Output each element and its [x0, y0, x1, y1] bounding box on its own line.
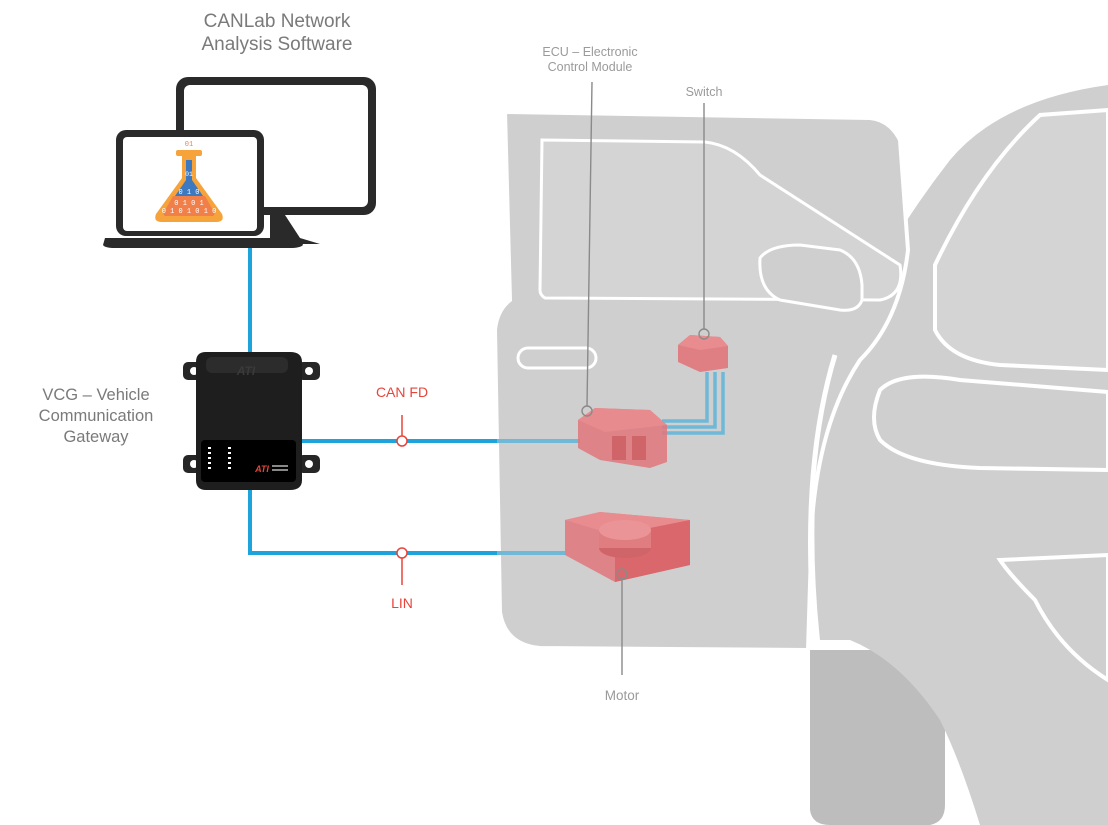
- motor-label-text: Motor: [604, 688, 640, 703]
- vcg-device: ATI ATI: [183, 352, 320, 490]
- ecu-switch-line-2: [662, 372, 717, 429]
- svg-text:01: 01: [185, 141, 193, 149]
- ecu-label: ECU – Electronic Control Module: [515, 45, 665, 75]
- car-side-mirror: [758, 243, 864, 312]
- vcg-brand-front: ATI: [254, 464, 269, 474]
- bus-wiring: [248, 243, 725, 555]
- motor-label: Motor: [582, 688, 662, 704]
- switch-label: Switch: [664, 85, 744, 100]
- flask-logo: 01 01 0 1 0 0 1 0 1 0 1 0 1 0 1 0: [155, 141, 223, 222]
- car-door-handle: [516, 346, 598, 370]
- lin-label-text: LIN: [391, 595, 413, 611]
- ecu-module: [578, 408, 667, 468]
- ecu-switch-line-1: [662, 372, 709, 423]
- protocol-markers: [396, 415, 408, 585]
- ecu-switch-line-3: [662, 372, 725, 435]
- car-illustration: [492, 85, 1108, 825]
- car-front-window: [933, 107, 1108, 373]
- vcg-label-line1: VCG – Vehicle: [42, 386, 150, 404]
- vcg-label: VCG – Vehicle Communication Gateway: [20, 385, 172, 448]
- car-front-panel: [872, 374, 1108, 473]
- car-lower-panel: [996, 552, 1108, 683]
- svg-text:0 1 0 1: 0 1 0 1: [174, 200, 203, 208]
- software-label-line1: CANLab Network: [203, 11, 351, 32]
- car-tyre: [810, 650, 945, 825]
- vcg-label-line2: Communication: [38, 406, 154, 425]
- can-fd-label-text: CAN FD: [375, 384, 429, 400]
- lin-label: LIN: [372, 595, 432, 612]
- ecu-label-line1: ECU – Electronic: [542, 45, 638, 59]
- leader-lines: [581, 81, 710, 675]
- vcg-brand-top: ATI: [236, 364, 256, 378]
- car-pillar-outline: [808, 354, 838, 641]
- can-fd-label: CAN FD: [362, 384, 442, 401]
- vcg-label-line3: Gateway: [63, 427, 129, 446]
- lin-line: [248, 485, 497, 555]
- motor-component: [565, 512, 690, 582]
- svg-text:01: 01: [185, 171, 193, 178]
- ecu-label-line2: Control Module: [547, 60, 633, 74]
- switch-component: [678, 335, 728, 372]
- switch-label-text: Switch: [685, 85, 723, 99]
- software-label: CANLab Network Analysis Software: [172, 11, 382, 57]
- svg-text:0 1 0: 0 1 0: [178, 189, 199, 197]
- software-label-line2: Analysis Software: [201, 33, 353, 55]
- svg-text:0 1 0 1 0 1 0: 0 1 0 1 0 1 0: [162, 208, 217, 216]
